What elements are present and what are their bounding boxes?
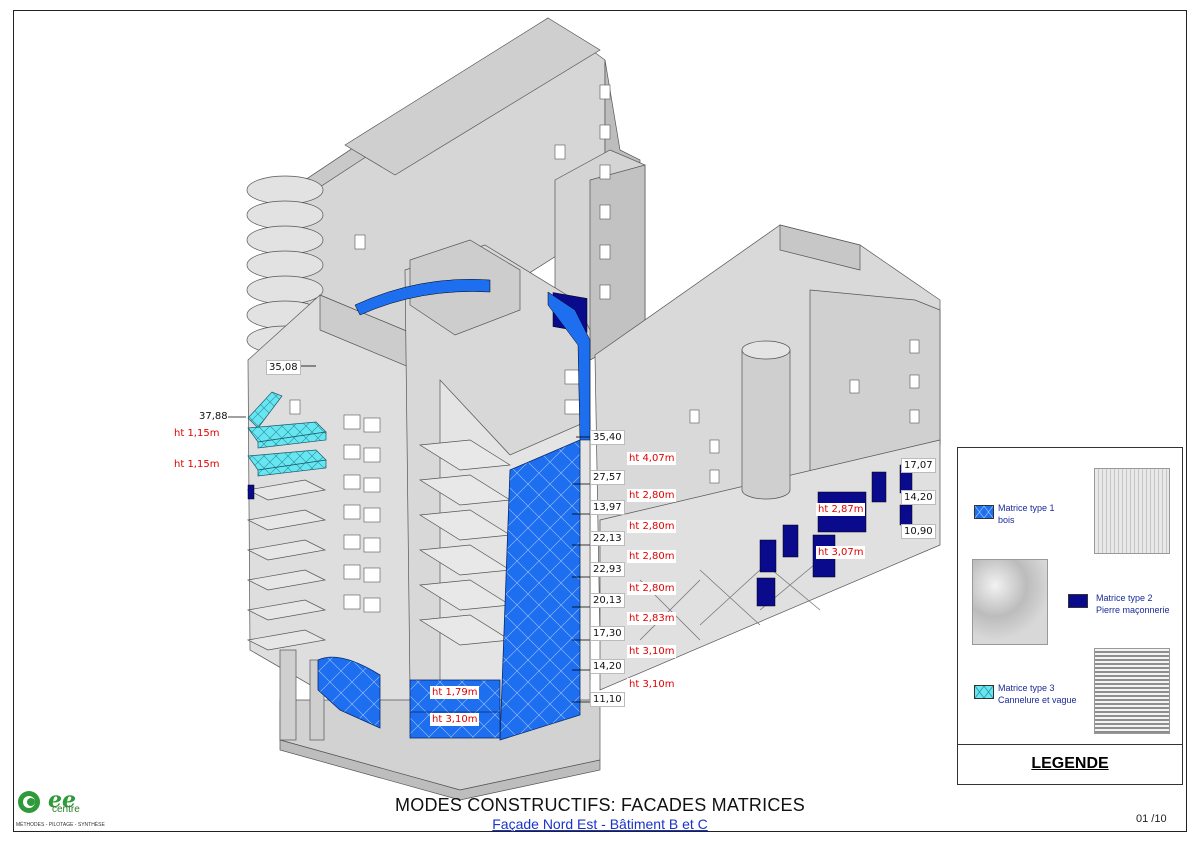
matrix-type-2-swatch bbox=[1068, 594, 1088, 608]
elevation-label: 10,90 bbox=[901, 524, 936, 539]
company-logo: ee centre MÉTHODES - PILOTAGE - SYNTHÈSE bbox=[16, 787, 105, 835]
matrix-type-1-material: bois bbox=[998, 515, 1015, 525]
elevation-label: 14,20 bbox=[901, 490, 936, 505]
matrix-type-1-name: Matrice type 1 bbox=[998, 503, 1055, 513]
height-label: ht 3,10m bbox=[430, 713, 480, 726]
elevation-label: 27,57 bbox=[590, 470, 625, 485]
legend-title-box: LEGENDE bbox=[957, 744, 1183, 785]
elevation-label: 17,30 bbox=[590, 626, 625, 641]
matrix-type-3-name: Matrice type 3 bbox=[998, 683, 1055, 693]
height-label: ht 1,15m bbox=[174, 459, 220, 470]
matrix-type-1-swatch bbox=[974, 505, 994, 519]
matrix-type-2-material: Pierre maçonnerie bbox=[1096, 605, 1170, 615]
elevation-label: 14,20 bbox=[590, 659, 625, 674]
matrix-type-2-name: Matrice type 2 bbox=[1096, 593, 1153, 603]
logo-word: centre bbox=[52, 804, 80, 815]
matrix-type-3-swatch bbox=[974, 685, 994, 699]
drawing-subtitle: Façade Nord Est - Bâtiment B et C bbox=[492, 816, 708, 832]
height-label: ht 1,79m bbox=[430, 686, 480, 699]
elevation-label: 22,93 bbox=[590, 562, 625, 577]
matrix-type-3-material: Cannelure et vague bbox=[998, 695, 1077, 705]
logo-mark-icon: ee bbox=[18, 787, 76, 813]
elevation-label: 13,97 bbox=[590, 500, 625, 515]
height-label: ht 3,10m bbox=[627, 645, 677, 658]
elevation-label: 37,88 bbox=[199, 411, 228, 422]
elevation-label: 22,13 bbox=[590, 531, 625, 546]
height-label: ht 4,07m bbox=[627, 452, 677, 465]
height-label: ht 2,80m bbox=[627, 582, 677, 595]
height-label: ht 3,10m bbox=[627, 678, 677, 691]
height-label: ht 1,15m bbox=[174, 428, 220, 439]
wood-texture-sample bbox=[1094, 468, 1170, 554]
page-number: 01 /10 bbox=[1136, 813, 1167, 825]
height-label: ht 2,87m bbox=[816, 503, 866, 516]
legend-panel: Matrice type 1 bois Matrice type 2 Pierr… bbox=[957, 447, 1183, 785]
logo-tagline: MÉTHODES - PILOTAGE - SYNTHÈSE bbox=[16, 822, 105, 828]
drawing-title: MODES CONSTRUCTIFS: FACADES MATRICES bbox=[395, 795, 805, 815]
elevation-label: 20,13 bbox=[590, 593, 625, 608]
elevation-label: 35,40 bbox=[590, 430, 625, 445]
legend-title: LEGENDE bbox=[1031, 755, 1109, 772]
height-label: ht 2,83m bbox=[627, 612, 677, 625]
elevation-label: 35,08 bbox=[266, 360, 301, 375]
drawing-frame bbox=[13, 10, 1187, 832]
height-label: ht 2,80m bbox=[627, 520, 677, 533]
height-label: ht 2,80m bbox=[627, 550, 677, 563]
elevation-label: 11,10 bbox=[590, 692, 625, 707]
stone-texture-sample bbox=[972, 559, 1048, 645]
height-label: ht 3,07m bbox=[816, 546, 866, 559]
flute-texture-sample bbox=[1094, 648, 1170, 734]
logo-name: ee bbox=[48, 787, 76, 813]
height-label: ht 2,80m bbox=[627, 489, 677, 502]
elevation-label: 17,07 bbox=[901, 458, 936, 473]
